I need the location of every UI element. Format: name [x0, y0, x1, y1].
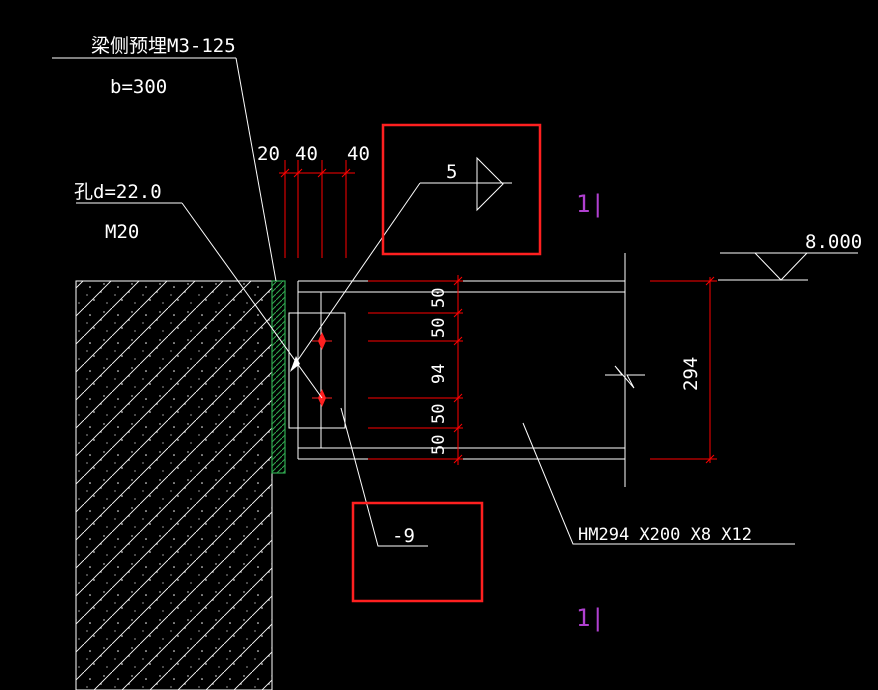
beam-section-label: HM294 X200 X8 X12: [578, 525, 752, 545]
fillet-weld-triangle-icon: [476, 156, 504, 212]
section-mark-bottom: 1|: [576, 604, 605, 632]
horizontal-dimensions: [279, 160, 355, 258]
dim-h-40-a: 40: [295, 143, 318, 165]
beam-depth-dimension: [650, 276, 717, 464]
dim-v-50-1: 50: [429, 288, 449, 308]
elevation-label: 8.000: [805, 231, 862, 253]
embed-name-label: 梁侧预埋M3-125: [91, 35, 236, 57]
embed-width-label: b=300: [110, 76, 167, 98]
dim-beam-depth: 294: [680, 357, 702, 391]
shear-plate: [288, 312, 346, 429]
break-line-icon: [605, 365, 645, 389]
vertical-dimensions: [368, 275, 463, 465]
plate-thickness-highlight-box[interactable]: [351, 501, 484, 603]
weld-size-label: 5: [446, 161, 457, 183]
leader-lines: [52, 57, 795, 547]
dim-v-94: 94: [429, 364, 449, 384]
weld-highlight-box[interactable]: [381, 123, 542, 256]
bolt-spec-label: M20: [105, 221, 139, 243]
weld-leader-arrow-icon: [290, 356, 300, 372]
elevation-triangle-icon: [718, 252, 858, 281]
dim-h-40-b: 40: [347, 143, 370, 165]
hole-diameter-label: 孔d=22.0: [74, 181, 162, 203]
embedded-plate: [271, 280, 286, 474]
plate-thickness-label: -9: [392, 525, 415, 547]
dim-h-20: 20: [257, 143, 280, 165]
concrete-wall: [75, 280, 273, 690]
dim-v-50-4: 50: [429, 435, 449, 455]
dim-v-50-2: 50: [429, 318, 449, 338]
bolt-upper: [312, 332, 332, 350]
dim-v-50-3: 50: [429, 404, 449, 424]
section-mark-top: 1|: [576, 190, 605, 218]
